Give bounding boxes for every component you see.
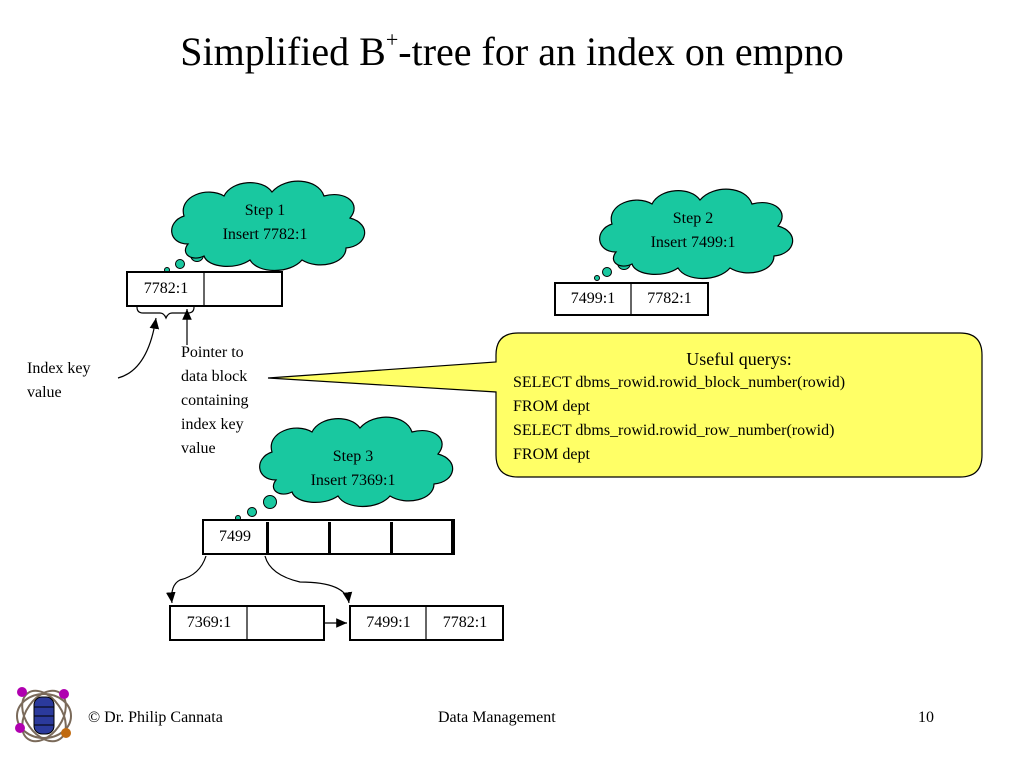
query-line-1: SELECT dbms_rowid.rowid_block_number(row… <box>513 374 846 391</box>
step1-node <box>126 271 283 307</box>
footer-author: © Dr. Philip Cannata <box>88 709 223 726</box>
leaf-right-key-cell-2: 7782:1 <box>442 614 488 631</box>
root-to-right-leaf-arrow <box>264 555 353 604</box>
step2-key-cell-1: 7499:1 <box>570 290 616 307</box>
step2-node <box>554 282 709 316</box>
callout-text: Useful querys: SELECT dbms_rowid.rowid_b… <box>513 347 965 467</box>
callout-heading: Useful querys: <box>686 349 792 369</box>
query-line-4: FROM dept <box>513 446 590 463</box>
step1-key-cell: 7782:1 <box>143 280 189 297</box>
leaf-left-node <box>169 605 325 641</box>
step1-thought-cloud <box>164 180 366 273</box>
root-key-cell: 7499 <box>219 528 251 545</box>
leaf-right-key-cell-1: 7499:1 <box>366 614 411 631</box>
step3-label: Step 3 Insert 7369:1 <box>310 448 396 489</box>
index-key-label: Index key value <box>27 360 91 401</box>
query-line-2: FROM dept <box>513 398 590 415</box>
step2-label: Step 2 Insert 7499:1 <box>650 210 736 251</box>
logo-icon <box>15 687 72 743</box>
step2-key-cell-2: 7782:1 <box>647 290 692 307</box>
useful-queries-callout <box>267 332 983 478</box>
pointer-label: Pointer to data block containing index k… <box>181 344 249 457</box>
query-line-3: SELECT dbms_rowid.rowid_row_number(rowid… <box>513 422 835 439</box>
step2-thought-cloud <box>594 188 794 281</box>
slide-title: Simplified B+-tree for an index on empno <box>180 27 844 74</box>
root-to-left-leaf-arrow <box>166 555 207 604</box>
index-key-brace <box>136 306 195 320</box>
step1-label: Step 1 Insert 7782:1 <box>222 202 308 243</box>
leaf-left-key-cell: 7369:1 <box>186 614 232 631</box>
footer-center: Data Management <box>438 709 556 726</box>
root-node <box>202 519 455 555</box>
index-key-arrow <box>117 317 160 379</box>
leaf-right-node <box>349 605 504 641</box>
page-number: 10 <box>918 709 934 726</box>
